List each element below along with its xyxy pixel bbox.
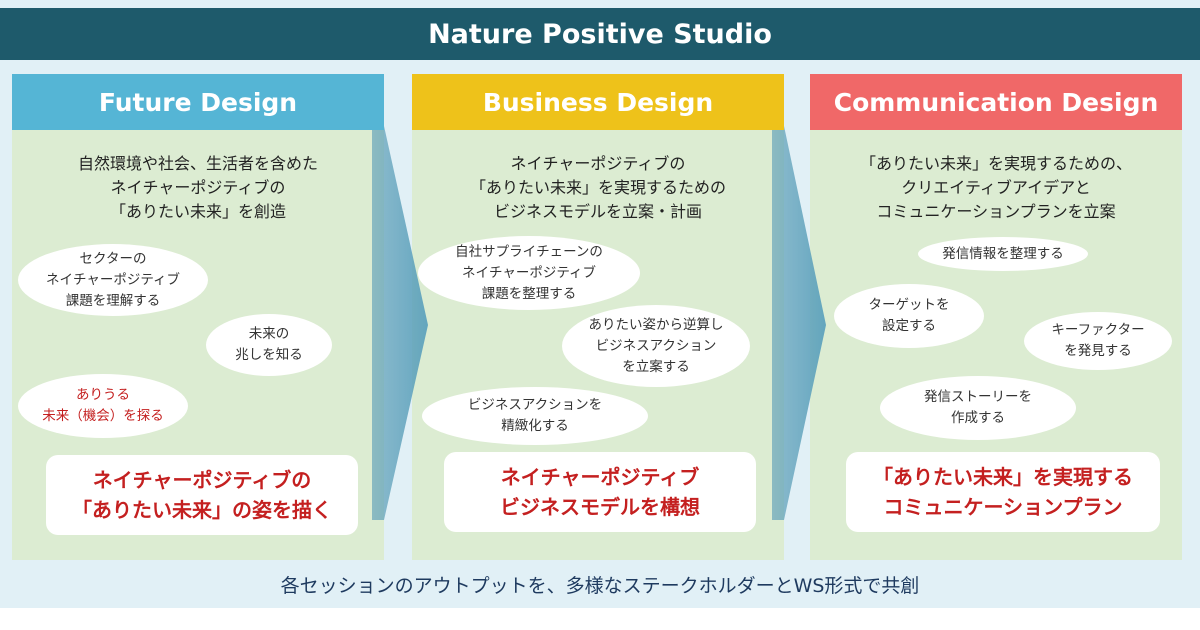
bubble-line: 課題を理解する: [65, 292, 161, 309]
outcome-line: 「ありたい未来」の姿を描く: [72, 498, 332, 522]
outcome-box: ネイチャーポジティブの「ありたい未来」の姿を描く: [46, 455, 358, 535]
bubble-step: 発信情報を整理する: [918, 237, 1088, 271]
bubble-step: ありたい姿から逆算しビジネスアクションを立案する: [562, 305, 750, 387]
bubble-line: ネイチャーポジティブ: [461, 264, 597, 281]
desc-line: 自然環境や社会、生活者を含めた: [77, 154, 318, 173]
outcome-line: ネイチャーポジティブの: [92, 468, 312, 492]
outcome-box: ネイチャーポジティブビジネスモデルを構想: [444, 452, 756, 532]
panel-header-business: Business Design: [412, 74, 784, 130]
bubble-line: 設定する: [882, 318, 936, 334]
outcome-box: 「ありたい未来」を実現するコミュニケーションプラン: [846, 452, 1160, 532]
bubble-line: 自社サプライチェーンの: [455, 243, 603, 260]
bubble-line: 作成する: [951, 410, 1005, 426]
bubble-line: ビジネスアクション: [595, 337, 717, 354]
bubble-line: ありたい姿から逆算し: [588, 316, 724, 333]
bubble-line: 兆しを知る: [235, 347, 303, 363]
outcome-line: 「ありたい未来」を実現する: [873, 465, 1133, 489]
bubble-line: 未来（機会）を探る: [42, 408, 164, 424]
page-title: Nature Positive Studio: [0, 8, 1200, 60]
bubble-line: ネイチャーポジティブ: [45, 271, 181, 288]
bubble-step-highlight: ありうる未来（機会）を探る: [18, 374, 188, 438]
bubble-step: 自社サプライチェーンのネイチャーポジティブ課題を整理する: [418, 236, 640, 310]
panel-description: 「ありたい未来」を実現するための、 クリエイティブアイデアと コミュニケーション…: [810, 152, 1182, 224]
bubble-line: 発信情報を整理する: [942, 245, 1064, 262]
desc-line: クリエイティブアイデアと: [901, 178, 1091, 197]
panel-header-future: Future Design: [12, 74, 384, 130]
bubble-line: ありうる: [76, 387, 130, 403]
bubble-line: 精緻化する: [501, 418, 569, 434]
bubble-step: 未来の兆しを知る: [206, 314, 332, 376]
panel-description: 自然環境や社会、生活者を含めた ネイチャーポジティブの 「ありたい未来」を創造: [12, 152, 384, 224]
footer-caption: 各セッションのアウトプットを、多様なステークホルダーとWS形式で共創: [280, 575, 920, 597]
bubble-step: ターゲットを設定する: [834, 284, 984, 348]
desc-line: 「ありたい未来」を創造: [109, 202, 286, 221]
outcome-line: コミュニケーションプラン: [883, 495, 1123, 519]
bubble-step: セクターのネイチャーポジティブ課題を理解する: [18, 244, 208, 316]
panel-header-communication: Communication Design: [810, 74, 1182, 130]
bubble-line: を発見する: [1064, 343, 1132, 359]
bubble-line: ターゲットを: [868, 297, 950, 313]
bubble-line: キーファクター: [1051, 322, 1145, 338]
bubble-step: キーファクターを発見する: [1024, 312, 1172, 370]
bubble-step: ビジネスアクションを精緻化する: [422, 387, 648, 445]
bubble-line: 発信ストーリーを: [924, 389, 1032, 405]
desc-line: 「ありたい未来」を実現するための: [469, 178, 726, 197]
outcome-line: ネイチャーポジティブ: [500, 465, 700, 489]
desc-line: ビジネスモデルを立案・計画: [493, 202, 702, 221]
bubble-step: 発信ストーリーを作成する: [880, 376, 1076, 440]
bubble-line: セクターの: [79, 250, 147, 267]
desc-line: ネイチャーポジティブの: [510, 154, 686, 173]
outcome-line: ビジネスモデルを構想: [500, 495, 700, 519]
panel-description: ネイチャーポジティブの 「ありたい未来」を実現するための ビジネスモデルを立案・…: [412, 152, 784, 224]
bubble-line: 未来の: [248, 326, 290, 342]
bubble-line: を立案する: [622, 358, 690, 375]
bubble-line: ビジネスアクションを: [467, 397, 603, 413]
bubble-line: 課題を整理する: [481, 285, 577, 302]
desc-line: 「ありたい未来」を実現するための、: [859, 154, 1132, 173]
desc-line: コミュニケーションプランを立案: [876, 202, 1116, 221]
desc-line: ネイチャーポジティブの: [110, 178, 286, 197]
